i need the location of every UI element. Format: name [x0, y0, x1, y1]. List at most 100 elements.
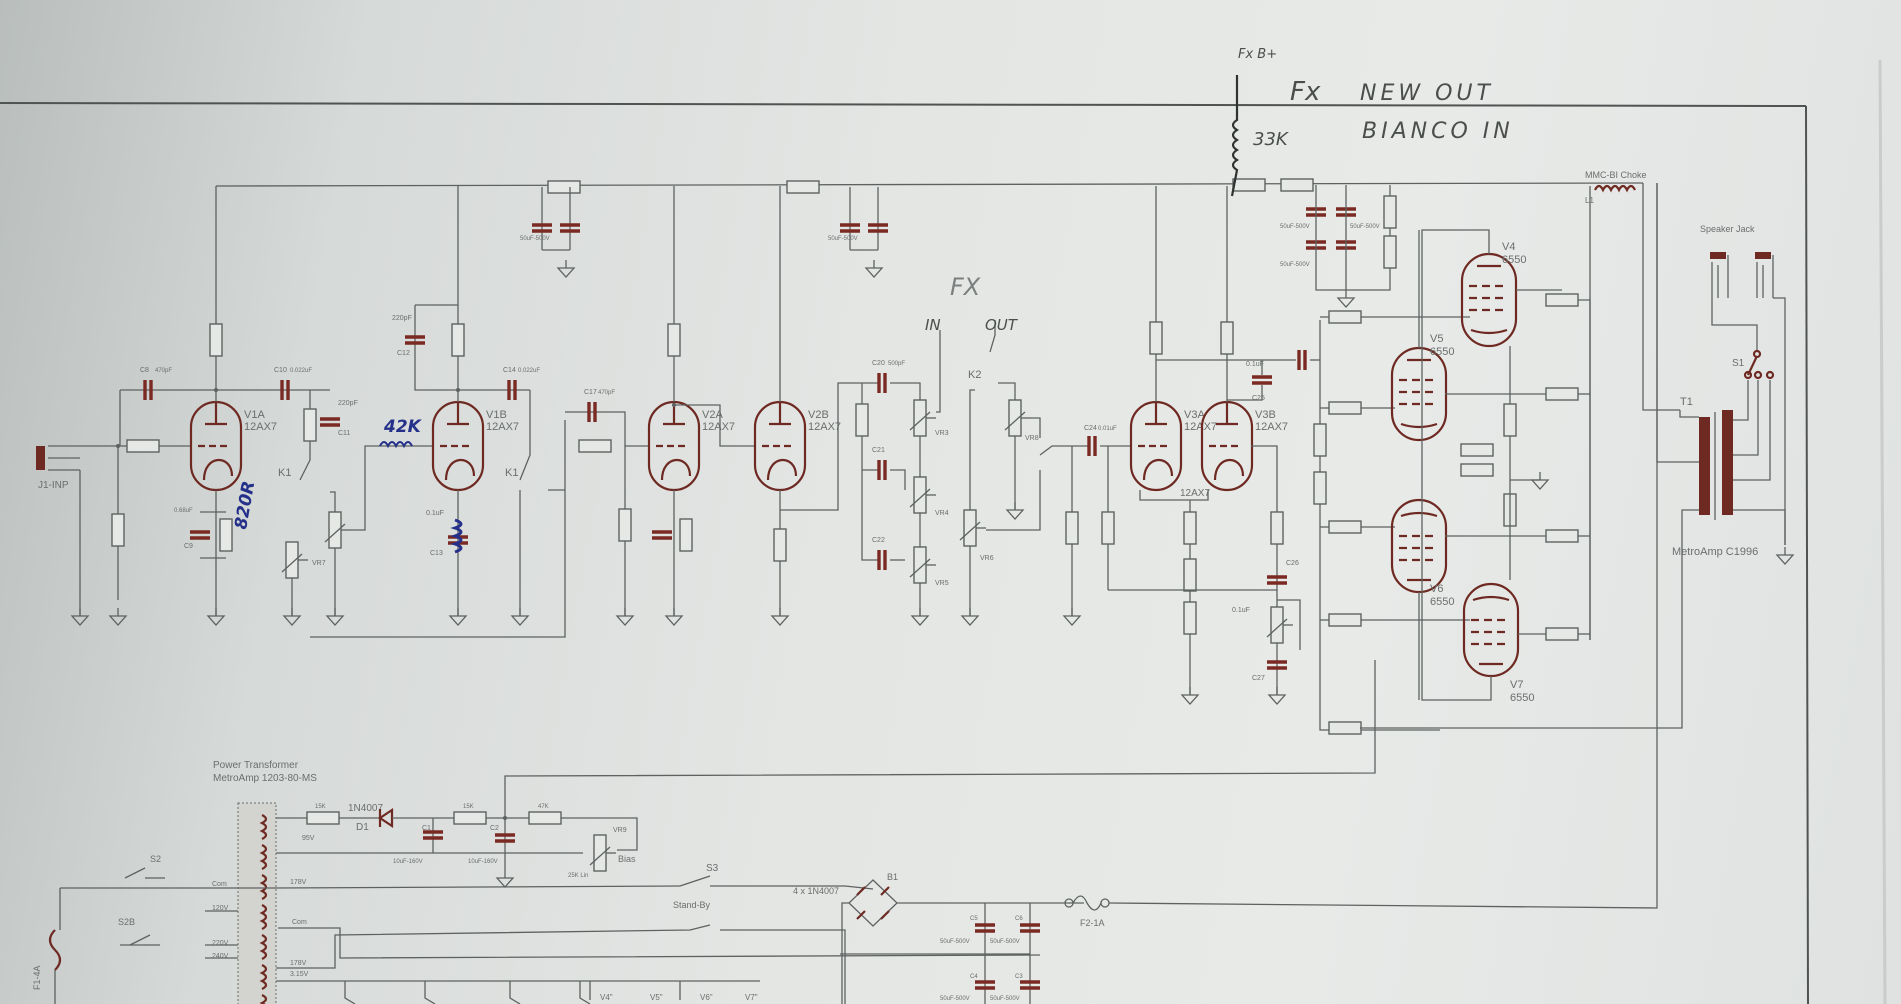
triode-tube — [1200, 400, 1254, 492]
wire — [1642, 183, 1680, 411]
wire — [989, 320, 996, 353]
label: C14 — [503, 367, 516, 374]
handwritten-note: OUT — [985, 316, 1019, 334]
handwritten-note: NEW OUT — [1360, 81, 1494, 106]
ground-icon — [325, 608, 345, 626]
ground-icon — [1062, 608, 1082, 626]
resistor — [451, 323, 465, 357]
label: 50uF-500V — [940, 939, 970, 945]
ground-icon — [1775, 547, 1795, 565]
label: 220V — [212, 940, 229, 947]
choke-inductor — [1594, 184, 1636, 193]
vr7-pot — [324, 511, 351, 549]
plate-resistor — [209, 323, 223, 357]
handwritten-note: Fx B+ — [1238, 47, 1277, 62]
grid-stopper — [1328, 613, 1362, 627]
filter-capacitor — [975, 923, 995, 933]
handwritten-note: 820R — [231, 480, 259, 531]
label: 47K — [538, 804, 549, 810]
c26 — [1267, 575, 1287, 585]
rail-resistor — [547, 180, 581, 194]
impedance-selector — [1743, 349, 1775, 380]
label: 50uF-500V — [940, 996, 970, 1002]
resistor — [1149, 321, 1163, 355]
tube-name: V5 — [1430, 333, 1443, 345]
resistor — [1545, 387, 1579, 401]
pentode-tube — [1390, 498, 1448, 594]
tube-type: 6550 — [1502, 254, 1526, 266]
rail-resistor — [1280, 178, 1314, 192]
resistor — [578, 439, 612, 453]
wire — [1773, 297, 1786, 545]
resistor — [1183, 558, 1197, 592]
tube-type: 12AX7 — [1255, 421, 1288, 433]
label: VR6 — [980, 555, 994, 562]
label: VR3 — [935, 430, 949, 437]
filter-capacitor — [868, 223, 888, 233]
wire — [986, 470, 1041, 531]
label: C24 — [1084, 425, 1097, 432]
resistor — [1545, 293, 1579, 307]
label: B1 — [887, 872, 898, 882]
cathode-cap — [652, 530, 672, 540]
handwritten-note: BIANCO IN — [1362, 119, 1514, 144]
label: VR4 — [935, 510, 949, 517]
label: F2-1A — [1080, 918, 1105, 928]
wire — [561, 817, 638, 851]
triode-tube — [647, 400, 701, 492]
resistor — [303, 408, 317, 442]
paper-border-right — [1805, 105, 1809, 1004]
label: 178V — [290, 879, 307, 886]
label: 50uF-500V — [1280, 262, 1310, 268]
c17 — [587, 402, 597, 422]
paper-border-top — [0, 102, 1807, 107]
wire — [310, 420, 566, 638]
tube-type: 6550 — [1510, 692, 1534, 704]
c12 — [405, 335, 425, 345]
c14 — [507, 380, 517, 400]
ground-icon — [206, 608, 226, 626]
c21 — [877, 460, 887, 480]
handwritten-note: 33K — [1253, 129, 1289, 150]
label: 0.1uF — [426, 510, 444, 517]
label: VR5 — [935, 580, 949, 587]
relay-label: K1 — [505, 467, 518, 479]
junction-dot — [116, 444, 120, 448]
label: C8 — [140, 367, 149, 374]
label: Com — [212, 881, 227, 888]
label: C2 — [490, 825, 499, 832]
wire — [519, 390, 531, 481]
wire — [1679, 410, 1699, 418]
resistor — [1460, 463, 1494, 477]
input-jack — [36, 446, 45, 470]
speaker-jack — [1755, 252, 1771, 259]
tube-type: 6550 — [1430, 596, 1454, 608]
resistor — [667, 323, 681, 357]
wire — [351, 445, 434, 531]
wire — [579, 981, 591, 1004]
filter-capacitor — [1020, 980, 1040, 990]
label: 0.1uF — [1246, 361, 1264, 368]
filter-capacitor — [1020, 923, 1040, 933]
grid-stopper — [1328, 310, 1362, 324]
coupling-cap — [1297, 350, 1307, 370]
label: 0.1uF — [1232, 607, 1250, 614]
triode-tube — [1129, 400, 1183, 492]
filter-capacitor — [532, 223, 552, 233]
bass-pot — [909, 476, 936, 514]
label: 15K — [463, 804, 474, 810]
label: 0.01uF — [1098, 426, 1117, 432]
handwritten-note: Fx — [1290, 77, 1321, 107]
ground-icon — [495, 870, 515, 888]
tube-name: V4 — [1502, 241, 1515, 253]
label: 12AX7 — [1180, 488, 1210, 499]
speaker-jack — [1710, 252, 1726, 259]
label: V4" — [600, 993, 613, 1002]
label: 15K — [315, 804, 326, 810]
c27 — [1267, 660, 1287, 670]
c10 — [280, 380, 290, 400]
wire — [1251, 445, 1278, 695]
label: C17 — [584, 389, 597, 396]
label: D1 — [356, 822, 369, 833]
label: T1 — [1680, 396, 1693, 408]
